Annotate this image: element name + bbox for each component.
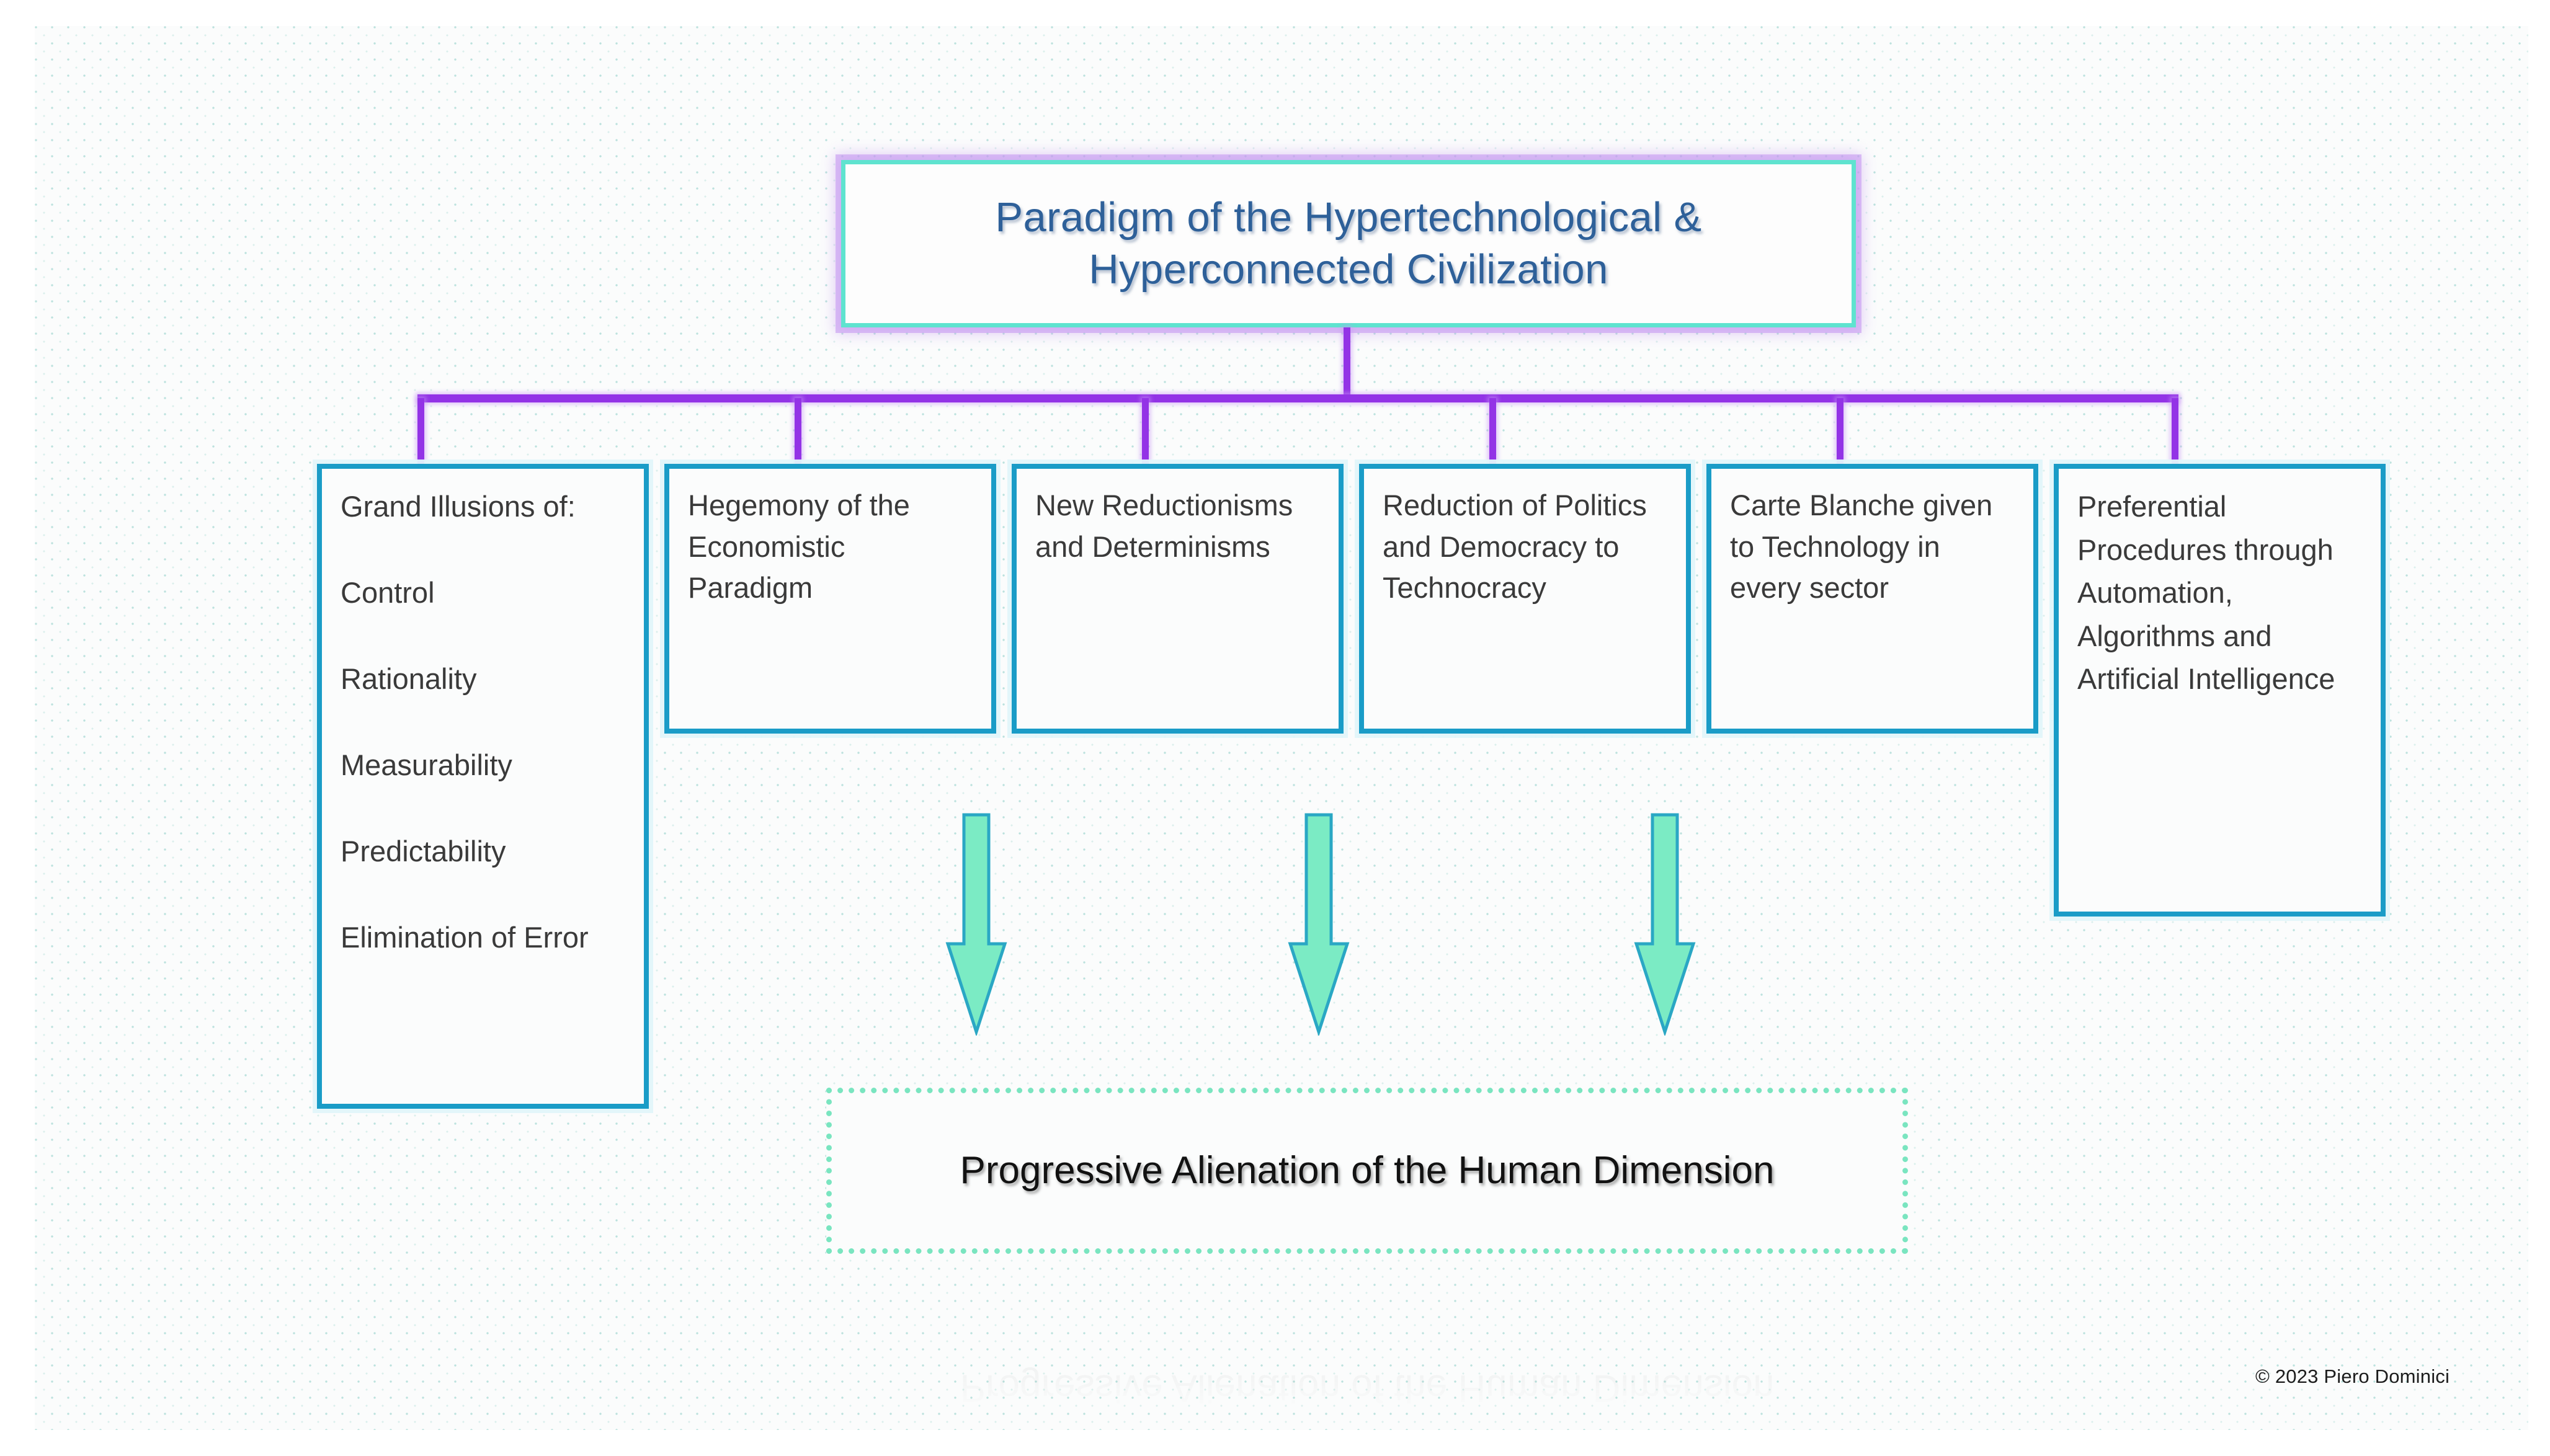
outcome-reflection-text: Progressive Alienation of the Human Dime… xyxy=(960,1367,1775,1409)
connector-drop-4 xyxy=(1489,398,1496,464)
connector-bus xyxy=(417,394,2178,402)
title-box: Paradigm of the Hypertechnological & Hyp… xyxy=(841,160,1856,327)
down-arrow-icon-1 xyxy=(945,812,1007,1036)
concept-box-text: Reduction of Politics and Democracy to T… xyxy=(1383,489,1647,605)
concept-box-text: New Reductionisms and Determinisms xyxy=(1035,489,1293,563)
connector-drop-3 xyxy=(1142,398,1149,464)
connector-stem xyxy=(1344,327,1350,394)
outcome-reflection: Progressive Alienation of the Human Dime… xyxy=(826,1258,1908,1413)
outcome-text: Progressive Alienation of the Human Dime… xyxy=(960,1148,1775,1192)
concept-box-carte-blanche[interactable]: Carte Blanche given to Technology in eve… xyxy=(1702,459,2043,738)
concept-box-reduction-politics[interactable]: Reduction of Politics and Democracy to T… xyxy=(1355,459,1695,738)
slide-canvas: Paradigm of the Hypertechnological & Hyp… xyxy=(35,26,2528,1430)
concept-box-text: Grand Illusions of: Control Rationality … xyxy=(341,490,589,954)
down-arrow-icon-2 xyxy=(1288,812,1350,1036)
connector-drop-6 xyxy=(2172,398,2178,464)
concept-box-grand-illusions[interactable]: Grand Illusions of: Control Rationality … xyxy=(313,459,653,1113)
concept-box-text: Preferential Procedures through Automati… xyxy=(2077,490,2335,696)
connector-drop-2 xyxy=(795,398,801,464)
copyright-notice: © 2023 Piero Dominici xyxy=(2255,1365,2450,1387)
concept-box-new-reductionisms[interactable]: New Reductionisms and Determinisms xyxy=(1007,459,1348,738)
concept-box-preferential-procedures[interactable]: Preferential Procedures through Automati… xyxy=(2049,459,2390,921)
concept-box-text: Carte Blanche given to Technology in eve… xyxy=(1730,489,1993,605)
concept-box-text: Hegemony of the Economistic Paradigm xyxy=(688,489,910,605)
outcome-box[interactable]: Progressive Alienation of the Human Dime… xyxy=(826,1088,1908,1254)
connector-drop-5 xyxy=(1837,398,1843,464)
connector-drop-1 xyxy=(417,398,424,464)
concept-box-hegemony-economistic[interactable]: Hegemony of the Economistic Paradigm xyxy=(660,459,1001,738)
down-arrow-icon-3 xyxy=(1634,812,1696,1036)
page-title: Paradigm of the Hypertechnological & Hyp… xyxy=(995,194,1702,293)
